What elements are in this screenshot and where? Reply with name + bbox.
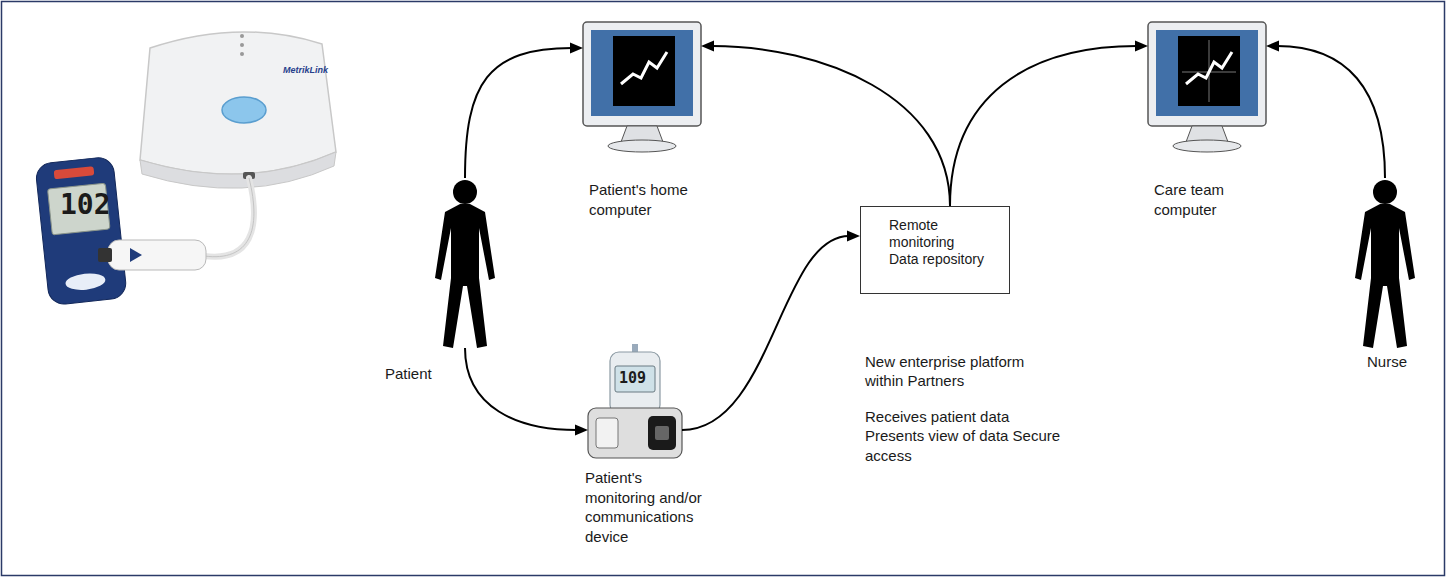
comm-device-panel [596,418,618,448]
meter-display [48,183,110,235]
monitor-bezel [583,22,701,126]
computer-label: Care team computer [1154,180,1276,219]
hub-led [240,43,244,47]
arrowhead [575,425,588,436]
monitor-base [1173,140,1241,152]
connector [712,46,950,206]
feature-list: Receives patient data Presents view of d… [865,407,1063,466]
meter-badge [65,272,106,292]
meter-reading: 109 [619,370,646,387]
arrowhead [570,43,583,54]
comm-device-port [648,416,676,450]
connector [465,48,572,178]
meter-body [35,156,127,305]
hub-side [140,152,336,188]
repository-box: Remote monitoring Data repositoryNew ent… [860,206,1010,294]
figure-head [453,180,477,204]
device-node: Patient's monitoring and/or communicatio… [583,344,743,548]
cable [204,178,254,257]
cable [204,178,254,257]
arrowhead [1266,41,1279,52]
figure-body [1355,204,1415,348]
arrowhead [847,231,860,242]
monitor-screen [1156,30,1258,116]
figure-head [1373,180,1397,204]
platform-note: New enterprise platform within Partners [865,352,1063,391]
computer-node: Patient's home computer [583,22,733,221]
arrowhead [1135,41,1148,52]
monitor-bezel [1148,22,1266,126]
dongle-plug [98,248,112,262]
dongle-photo [98,240,206,270]
device-label: Patient's monitoring and/or communicatio… [585,468,715,546]
connector [465,348,577,430]
person-label: Patient [385,364,475,384]
monitor-screen [591,30,693,116]
meter-logo [54,166,95,179]
hub-button [222,97,266,123]
dongle [108,240,206,270]
hub-led [240,34,244,38]
meter-reading: 102 [60,190,111,221]
connector [1277,46,1385,178]
computer-node: Care team computer [1148,22,1298,221]
hub-photo [140,32,336,257]
person-figure [435,180,495,348]
connector [682,236,849,430]
arrowhead [701,41,714,52]
comm-device [588,408,682,458]
meter-body [610,352,660,414]
hub-led [240,52,244,56]
monitor-base [608,140,676,152]
monitor [1148,22,1266,152]
connector [950,46,1137,206]
comm-device-port [655,426,669,440]
person-node: Patient [380,176,495,386]
person-node: Nurse [1350,176,1425,374]
chart-line [1186,52,1232,84]
person-figure [1355,180,1415,348]
computer-label: Patient's home computer [589,180,711,219]
chart-panel [613,36,675,106]
meter-display [615,366,655,392]
hub-body [140,32,336,174]
glucometer-photo [35,156,127,305]
repository-title: Remote monitoring Data repository [889,217,985,268]
chart-line [621,52,667,84]
brand-name: MetrikLink [283,66,328,76]
monitor [583,22,701,152]
chart-panel [1178,36,1240,106]
dongle-button [130,248,142,262]
person-label: Nurse [1367,352,1425,372]
figure-body [435,204,495,348]
device-picture [588,344,682,458]
